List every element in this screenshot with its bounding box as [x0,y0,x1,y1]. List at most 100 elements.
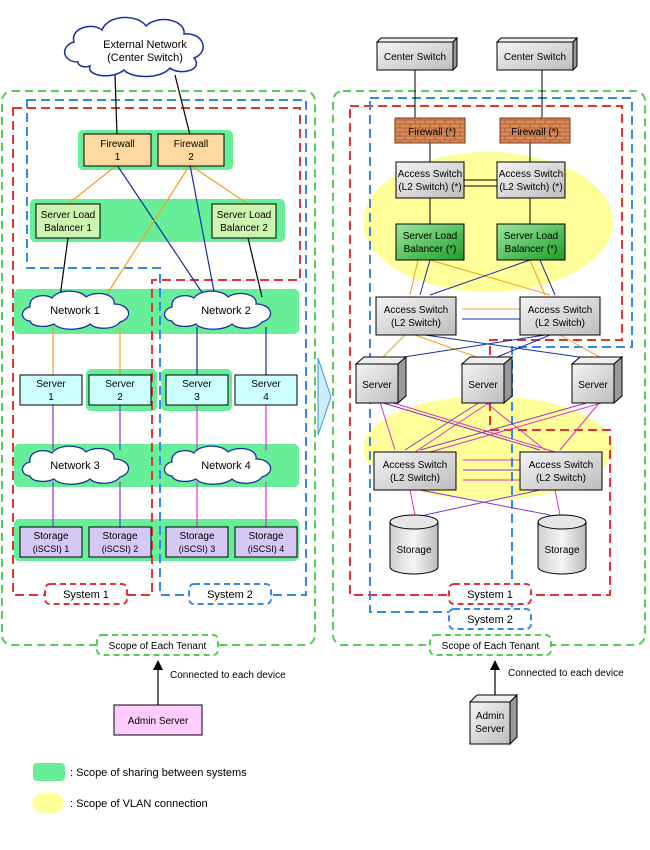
left-tenant-scope [1,90,316,646]
right-server-2[interactable]: Server [460,355,514,405]
network-label: Network 3 [50,460,100,472]
server-label: Server [105,379,135,390]
left-firewall-1[interactable]: Firewall 1 [83,133,152,167]
server-label: Server [251,379,281,390]
right-access-switch-top-2[interactable]: Access Switch (L2 Switch) (*) [496,161,566,199]
right-firewall-1[interactable]: Firewall (*) [394,117,466,144]
left-server-4[interactable]: Server 4 [234,374,298,406]
network-1-cloud[interactable]: Network 1 [21,290,130,330]
storage-label: Storage [396,545,431,556]
network-label: Network 1 [50,305,100,317]
firewall-label: Firewall (*) [511,127,559,138]
left-storage-2[interactable]: Storage (iSCSI) 2 [88,526,152,558]
access-switch-sublabel: (L2 Switch) [390,473,440,484]
left-sharing-scopes [14,130,299,561]
network-2-cloud[interactable]: Network 2 [163,290,272,330]
left-system1-scope [12,107,301,596]
right-admin-server[interactable]: Admin Server [468,693,519,746]
storage-number: (iSCSI) 2 [102,544,139,554]
legend-vlan: : Scope of VLAN connection [32,792,208,814]
center-switch-2[interactable]: Center Switch [495,36,579,72]
right-storage-1[interactable]: Storage [389,514,439,575]
access-switch-sublabel: (L2 Switch) [535,318,585,329]
server-number: 1 [48,392,54,403]
access-switch-label: Access Switch [499,169,563,180]
right-diagram: Center Switch Center Switch Firewall (*)… [332,36,646,746]
network-label: Network 2 [201,305,251,317]
slb-label: Server Load [217,210,271,221]
right-connections [379,70,606,516]
transition-arrow-icon [317,357,332,436]
right-storage-2[interactable]: Storage [537,514,587,575]
storage-label: Storage [33,531,68,542]
legend-sharing: : Scope of sharing between systems [33,763,247,781]
access-switch-label: Access Switch [529,460,593,471]
network-3-cloud[interactable]: Network 3 [21,445,130,485]
storage-label: Storage [248,531,283,542]
storage-label: Storage [544,545,579,556]
left-admin-server[interactable]: Admin Server [113,704,203,736]
legend-sharing-label: : Scope of sharing between systems [70,767,247,779]
left-system1-label: System 1 [44,583,128,605]
left-admin-connection: Connected to each device [153,660,286,705]
tenant-label: Scope of Each Tenant [109,641,207,652]
admin-server-sublabel: Server [475,724,505,735]
right-server-3[interactable]: Server [570,355,624,405]
server-label: Server [362,380,392,391]
storage-number: (iSCSI) 3 [179,544,216,554]
slb-label: Server Load [504,231,558,242]
left-storage-3[interactable]: Storage (iSCSI) 3 [165,526,229,558]
storage-number: (iSCSI) 1 [33,544,70,554]
left-server-3[interactable]: Server 3 [165,374,229,406]
left-firewall-2[interactable]: Firewall 2 [157,133,225,167]
center-switch-label: Center Switch [504,52,566,63]
slb-label: Server Load [403,231,457,242]
right-access-switch-top-1[interactable]: Access Switch (L2 Switch) (*) [395,161,465,199]
external-network-cloud[interactable]: External Network (Center Switch) [64,16,204,78]
right-firewall-2[interactable]: Firewall (*) [499,117,571,144]
right-server-1[interactable]: Server [354,355,408,405]
slb-number: Balancer 1 [44,223,92,234]
right-access-switch-mid-1[interactable]: Access Switch (L2 Switch) [375,296,457,336]
server-label: Server [36,379,66,390]
system-label: System 1 [467,589,513,601]
right-tenant-label: Scope of Each Tenant [429,634,552,656]
left-slb-1[interactable]: Server Load Balancer 1 [35,203,101,239]
right-access-switch-bottom-1[interactable]: Access Switch (L2 Switch) [373,451,457,491]
right-slb-2[interactable]: Server Load Balancer (*) [496,223,566,261]
slb-label: Server Load [41,210,95,221]
right-slb-1[interactable]: Server Load Balancer (*) [395,223,465,261]
left-connections [52,74,267,527]
admin-server-label: Admin [476,711,504,722]
access-switch-sublabel: (L2 Switch) [391,318,441,329]
left-tenant-label: Scope of Each Tenant [96,634,219,656]
legend-vlan-swatch [32,792,64,814]
left-diagram: External Network (Center Switch) Firewal… [1,16,316,736]
left-server-2[interactable]: Server 2 [88,374,152,406]
left-system2-label: System 2 [188,583,272,605]
server-number: 2 [117,392,123,403]
left-slb-2[interactable]: Server Load Balancer 2 [211,203,277,239]
access-switch-label: Access Switch [384,305,448,316]
right-admin-connection: Connected to each device [490,660,624,700]
right-access-switch-bottom-2[interactable]: Access Switch (L2 Switch) [519,451,603,491]
right-system2-label: System 2 [448,608,532,630]
right-system1-label: System 1 [448,583,532,605]
left-storage-1[interactable]: Storage (iSCSI) 1 [19,526,83,558]
server-label: Server [578,380,608,391]
tenant-label: Scope of Each Tenant [442,641,540,652]
firewall-label: Firewall [100,139,134,150]
slb-sublabel: Balancer (*) [505,244,558,255]
connected-label: Connected to each device [170,670,286,681]
firewall-label: Firewall [174,139,208,150]
right-access-switch-mid-2[interactable]: Access Switch (L2 Switch) [519,296,601,336]
left-system2-scope [26,99,307,596]
network-4-cloud[interactable]: Network 4 [163,445,272,485]
server-number: 4 [263,392,269,403]
center-switch-1[interactable]: Center Switch [375,36,459,72]
left-server-1[interactable]: Server 1 [19,374,83,406]
firewall-number: 1 [115,152,121,163]
left-storage-4[interactable]: Storage (iSCSI) 4 [234,526,298,558]
storage-label: Storage [179,531,214,542]
system-label: System 1 [63,589,109,601]
